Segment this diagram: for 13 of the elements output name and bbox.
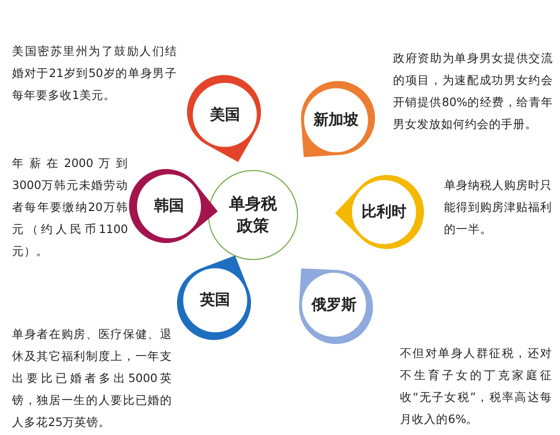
- country-name: 韩国: [154, 196, 184, 216]
- country-name: 新加坡: [314, 110, 359, 130]
- policy-description: 单身纳税人购房时只能得到购房津贴福利的一半。: [444, 177, 552, 238]
- country-name: 英国: [200, 290, 230, 310]
- country-name: 俄罗斯: [311, 295, 356, 314]
- center-title: 单身税政策: [228, 193, 278, 237]
- policy-description: 年薪在2000万到3000万韩元未婚劳动者每年要缴纳20万韩元（约人民币1100元）。: [12, 155, 128, 260]
- policy-description: 单身者在购房、医疗保健、退休及其它福利制度上，一年支出要比已婚者多出5000英镑，独居一生的人要比已婚的人多花25万英镑。: [12, 326, 172, 431]
- policy-description: 政府资助为单身男女提供交流的项目，为速配成功男女约会开销提供80%的经费，给青年男女发放如何约会的手册。: [393, 50, 553, 133]
- country-name: 美国: [210, 105, 240, 124]
- policy-description: 不但对单身人群征税，还对不生育子女的丁克家庭征收“无子女税”，税率高达每月收入的6%。: [400, 345, 552, 428]
- country-name: 比利时: [362, 202, 406, 222]
- policy-description: 美国密苏里州为了鼓励人们结婚对于21岁到50岁的单身男子每年要多收1美元。: [12, 43, 177, 104]
